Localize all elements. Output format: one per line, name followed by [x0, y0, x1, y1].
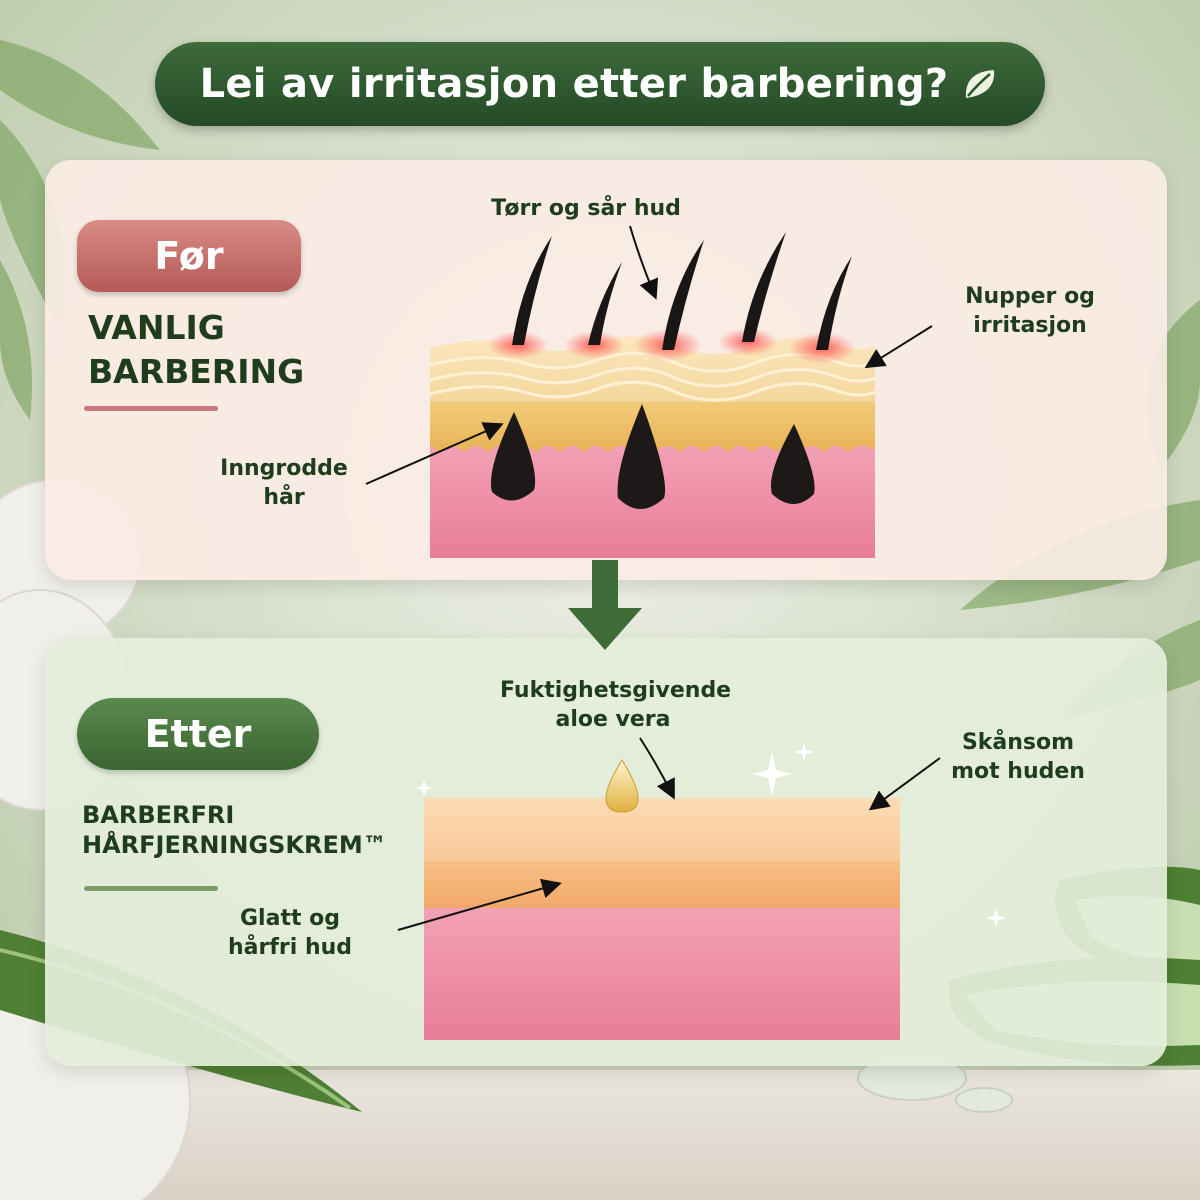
arrow-dry-skin — [629, 225, 659, 300]
before-heading: VANLIG BARBERING — [88, 308, 305, 391]
after-skin-block — [424, 798, 900, 1040]
sparkle-icon — [416, 742, 1006, 928]
arrow-bumps — [864, 325, 933, 369]
title-banner: Lei av irritasjon etter barbering? — [155, 42, 1045, 126]
label-aloe: Fuktighetsgivende aloe vera — [500, 678, 732, 732]
after-badge: Etter — [77, 698, 319, 770]
arrow-ingrown — [365, 422, 504, 485]
before-underline — [84, 406, 218, 411]
label-smooth: Glatt og hårfri hud — [227, 906, 353, 960]
after-underline — [84, 886, 218, 891]
label-gentle: Skånsom mot huden — [951, 730, 1085, 784]
label-bumps: Nupper og irritasjon — [965, 284, 1095, 338]
before-badge: Før — [77, 220, 301, 292]
droplet-icon — [605, 759, 639, 813]
leaf-icon — [966, 70, 995, 98]
arrow-smooth — [397, 878, 562, 931]
arrow-aloe — [639, 737, 675, 800]
label-ingrown: Inngrodde hår — [220, 456, 348, 510]
arrow-gentle — [868, 757, 941, 811]
after-heading: BARBERFRI HÅRFJERNINGSKREM™ — [82, 801, 387, 859]
label-dry-skin: Tørr og sår hud — [491, 196, 681, 221]
page-title: Lei av irritasjon etter barbering? — [199, 61, 949, 107]
before-skin-block — [429, 232, 876, 558]
down-arrow-icon — [568, 560, 642, 650]
